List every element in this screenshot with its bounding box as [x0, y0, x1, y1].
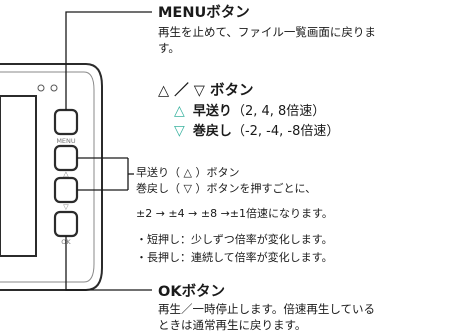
- ff-row: △ 早送り（2, 4, 8倍速）: [174, 103, 325, 121]
- device-down-label: ▽: [63, 203, 69, 211]
- rw-values: （-2, -4, -8倍速）: [231, 124, 340, 139]
- device-inner-edge: [0, 71, 95, 283]
- menu-desc-line1: 再生を止めて、ファイル一覧画面に戻りま: [158, 25, 376, 39]
- rw-row: ▽ 巻戻し（-2, -4, -8倍速）: [174, 123, 339, 141]
- explain-line1: 早送り（ △ ）ボタン: [136, 166, 240, 179]
- device-screen: [0, 95, 37, 257]
- callout-ok: [65, 236, 152, 291]
- explain-bullet2: ・長押し：連続して倍率が変化します。: [136, 251, 333, 264]
- ok-heading: OKボタン: [158, 284, 226, 300]
- ff-symbol: △: [174, 103, 185, 119]
- menu-heading: MENUボタン: [158, 5, 250, 21]
- rw-label: 巻戻し: [192, 124, 232, 139]
- updown-heading: △ ／ ▽ ボタン: [158, 83, 254, 99]
- menu-button: [53, 108, 79, 136]
- explain-line3: ±2 → ±4 → ±8 →±1倍速になります。: [136, 207, 333, 220]
- up-button: [53, 144, 79, 172]
- device-menu-label: MENU: [56, 137, 76, 145]
- ok-desc-line2: ときは通常再生に戻ります。: [158, 318, 307, 332]
- explain-line2: 巻戻し（ ▽ ）ボタンを押すごとに、: [136, 182, 317, 195]
- ff-label: 早送り: [192, 104, 232, 119]
- down-button: [53, 210, 79, 238]
- indicator-light-1: [37, 84, 45, 92]
- ff-values: （2, 4, 8倍速）: [231, 104, 326, 119]
- indicator-light-2: [50, 84, 58, 92]
- menu-desc-line2: す。: [158, 41, 180, 55]
- device-up-label: △: [63, 170, 69, 178]
- callout-menu: [65, 11, 152, 110]
- explain-bullet1: ・短押し：少しずつ倍率が変化します。: [136, 233, 333, 246]
- ok-desc-line1: 再生／一時停止します。倍速再生している: [158, 302, 376, 316]
- rw-symbol: ▽: [174, 123, 185, 139]
- ok-button-shape: [53, 176, 79, 204]
